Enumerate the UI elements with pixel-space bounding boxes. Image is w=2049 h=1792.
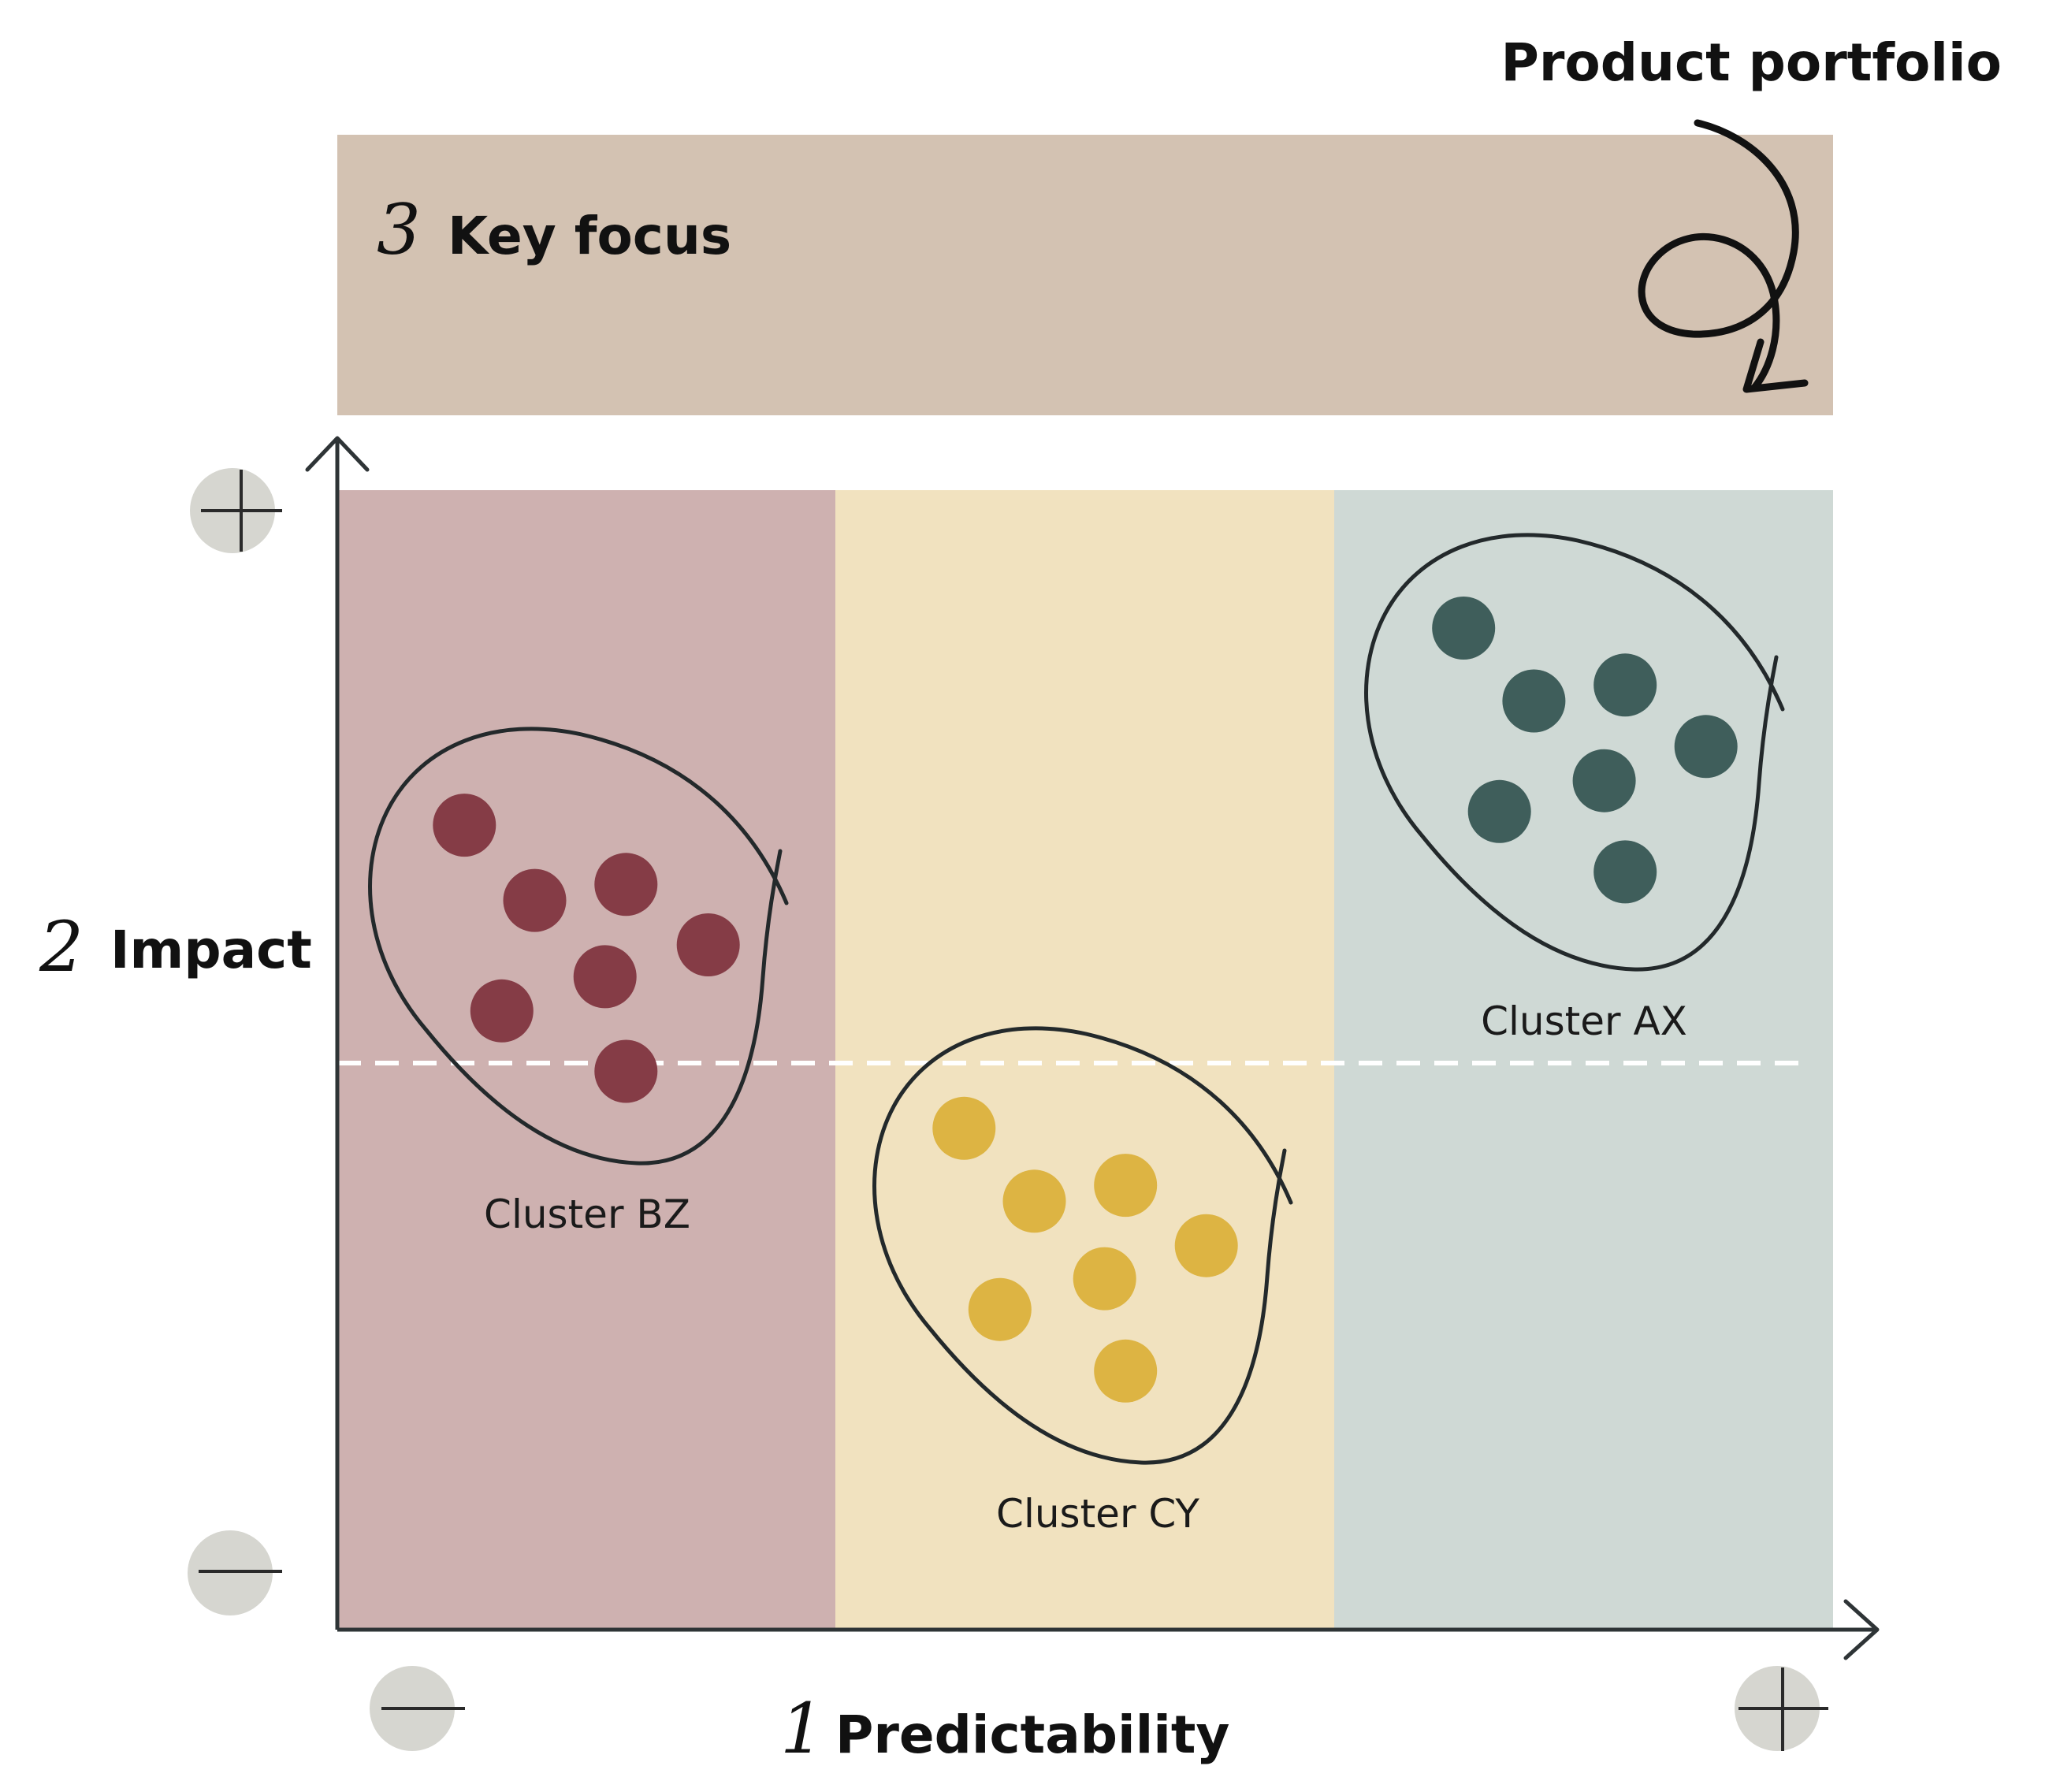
y-axis-label: Impact [110, 920, 312, 980]
cluster-ax-point-6 [1572, 749, 1636, 812]
cluster-cy-point-2 [1002, 1169, 1066, 1233]
cluster-ax-point-1 [1432, 597, 1496, 660]
x-axis-label: Predictability [835, 1705, 1229, 1765]
cluster-cy-outline [872, 1026, 1293, 1465]
y-axis-number: 2 [39, 906, 84, 987]
x-axis-max-plus-icon [1735, 1666, 1828, 1751]
cluster-cy-point-4 [1174, 1214, 1238, 1277]
cluster-ax-point-7 [1593, 840, 1657, 904]
x-axis-arrow-icon [1843, 1599, 1880, 1660]
zone-low-predictability [337, 490, 835, 1630]
cluster-cy-point-1 [932, 1096, 996, 1160]
cluster-bz-point-3 [594, 853, 658, 916]
cluster-cy-point-3 [1094, 1154, 1158, 1218]
cluster-ax-point-3 [1593, 653, 1657, 717]
zone-high-predictability [1334, 490, 1833, 1630]
y-axis-max-plus-icon [190, 468, 282, 553]
cluster-cy-label: Cluster CY [996, 1491, 1199, 1537]
cluster-bz-label: Cluster BZ [484, 1192, 690, 1237]
x-axis-min-minus-icon [370, 1666, 465, 1751]
y-axis-min-minus-icon [188, 1530, 282, 1615]
curly-arrow-head-icon [1742, 338, 1809, 393]
cluster-bz-point-4 [676, 913, 740, 976]
y-axis-arrow-icon [305, 436, 370, 472]
cluster-bz-point-2 [503, 868, 567, 932]
cluster-bz-point-1 [433, 794, 496, 857]
curly-arrow-icon [1638, 119, 1799, 392]
cluster-cy-point-7 [1094, 1339, 1158, 1403]
cluster-ax-point-4 [1674, 715, 1738, 779]
cluster-cy-point-5 [968, 1277, 1032, 1341]
key-focus-band [337, 135, 1833, 415]
cluster-bz-point-5 [470, 979, 534, 1043]
cluster-ax-label: Cluster AX [1481, 998, 1687, 1044]
cluster-ax-point-5 [1467, 779, 1531, 843]
diagram-title: Product portfolio [1501, 32, 2002, 93]
cluster-cy-point-6 [1073, 1247, 1136, 1311]
cluster-bz-point-6 [573, 945, 637, 1009]
x-axis-number: 1 [780, 1688, 824, 1769]
cluster-bz-point-7 [594, 1039, 658, 1103]
zone-mid-predictability [835, 490, 1334, 1630]
cluster-points [433, 597, 1738, 1403]
cluster-ax-outline [1364, 533, 1785, 972]
key-focus-label: Key focus [448, 206, 731, 266]
cluster-ax-point-2 [1502, 669, 1566, 733]
cluster-bz-outline [368, 727, 789, 1166]
key-focus-number: 3 [377, 189, 421, 270]
